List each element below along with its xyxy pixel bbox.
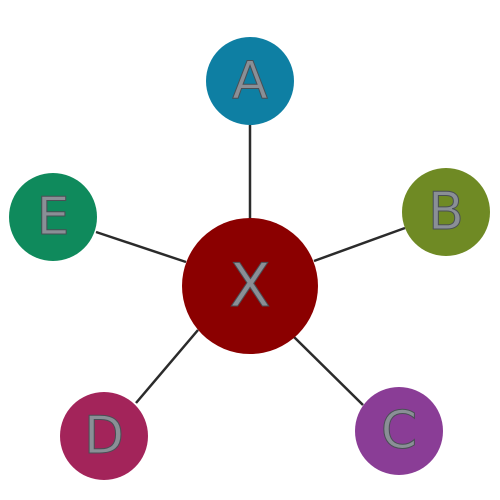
node-e[interactable]: E — [9, 173, 97, 261]
node-d-circle — [60, 392, 148, 480]
node-a[interactable]: A — [206, 37, 294, 125]
center-node-label: X — [229, 251, 270, 321]
node-b-circle — [402, 168, 490, 256]
node-d[interactable]: D — [60, 392, 148, 480]
edges — [95, 125, 406, 406]
node-b-label: B — [428, 182, 464, 242]
center-node-x[interactable]: X — [182, 218, 318, 354]
node-c-label: C — [381, 401, 417, 461]
node-d-label: D — [84, 406, 124, 466]
node-b[interactable]: B — [402, 168, 490, 256]
edge-x-c — [293, 336, 364, 406]
edge-x-e — [95, 230, 187, 264]
node-e-label: E — [37, 187, 70, 247]
node-a-circle — [206, 37, 294, 125]
node-c[interactable]: C — [355, 387, 443, 475]
node-e-circle — [9, 173, 97, 261]
center-node-circle — [182, 218, 318, 354]
node-a-label: A — [232, 51, 268, 111]
node-c-circle — [355, 387, 443, 475]
edge-x-d — [135, 329, 199, 404]
edge-x-b — [313, 226, 406, 263]
